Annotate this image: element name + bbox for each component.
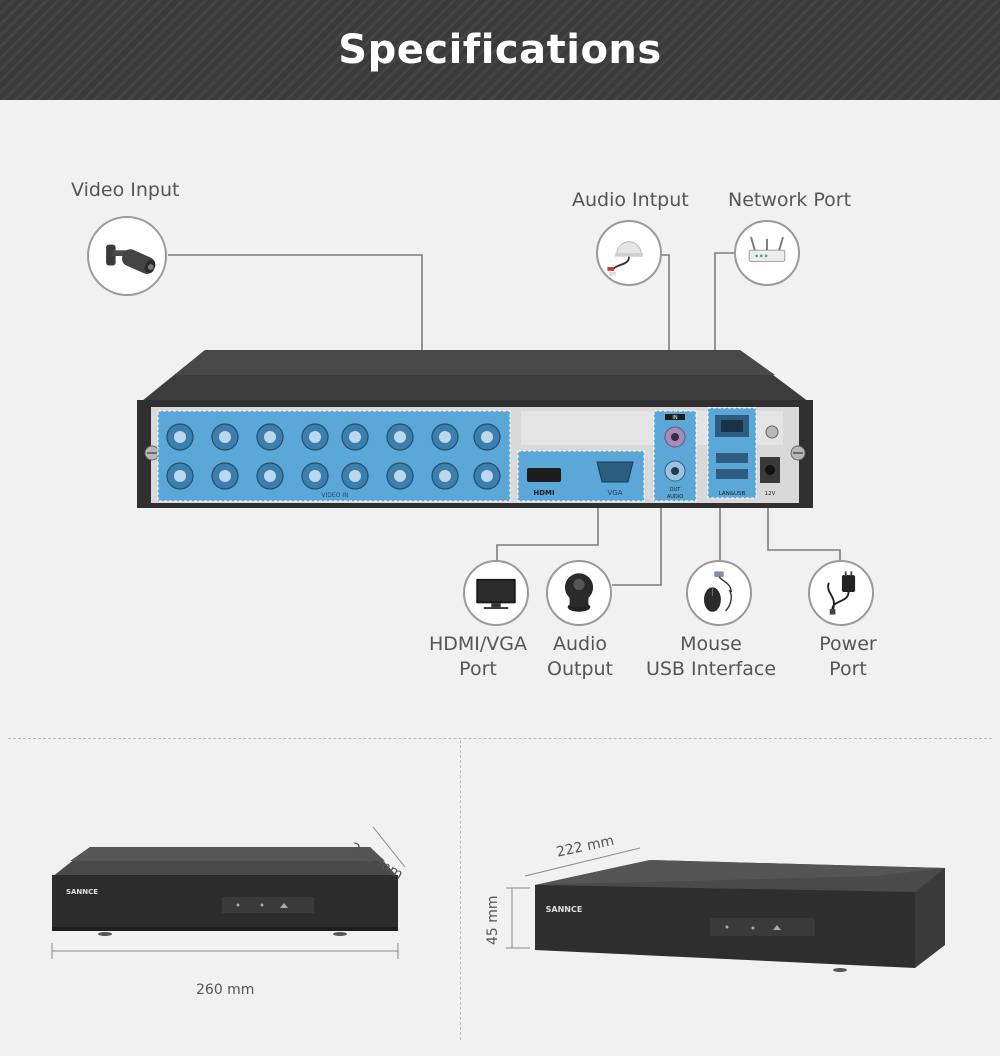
camera-icon xyxy=(87,216,167,296)
hdmi-vga-label: HDMI/VGA Port xyxy=(429,632,527,682)
hdmi-panel-label: HDMI xyxy=(533,489,554,497)
mouse-usb-label-line2: USB Interface xyxy=(645,658,777,680)
hdmi-vga-label-line2: Port xyxy=(459,658,497,680)
video-input-label: Video Input xyxy=(71,179,180,201)
audio-input-label: Audio Intput xyxy=(572,189,689,211)
column-divider xyxy=(460,740,461,1040)
brand-logo-right: SANNCE xyxy=(546,905,583,914)
lan-usb-panel-label: LAN&USB xyxy=(719,491,746,497)
page-header: Specifications xyxy=(0,0,1000,100)
video-in-panel-label: VIDEO IN xyxy=(321,492,348,499)
router-icon xyxy=(734,220,800,286)
dvr-front-view-right: SANNCE xyxy=(506,847,945,972)
audio-in-panel-label: IN xyxy=(672,415,677,421)
microphone-icon xyxy=(596,220,662,286)
page-title: Specifications xyxy=(338,27,662,73)
speaker-icon xyxy=(546,560,612,626)
monitor-icon xyxy=(463,560,529,626)
power-port-label-line2: Port xyxy=(829,658,867,680)
power-adapter-icon xyxy=(808,560,874,626)
network-port-label: Network Port xyxy=(728,189,852,211)
power-port-label: Power Port xyxy=(819,632,876,682)
audio-panel-label: AUDIO xyxy=(667,494,683,500)
dvr-front-view-left: SANNCE xyxy=(51,826,406,959)
audio-out-panel-label: OUT xyxy=(670,487,682,493)
brand-logo-left: SANNCE xyxy=(66,888,98,896)
audio-output-label: Audio Output xyxy=(547,632,613,682)
height-dimension-right: 45 mm xyxy=(485,895,501,945)
section-divider xyxy=(8,738,992,739)
mouse-usb-label-line1: Mouse xyxy=(680,633,742,655)
audio-output-label-line2: Output xyxy=(547,658,613,680)
vga-panel-label: VGA xyxy=(607,489,622,497)
audio-output-label-line1: Audio xyxy=(552,633,607,655)
mouse-usb-label: Mouse USB Interface xyxy=(646,632,776,682)
dvr-back-panel: VIDEO IN HDMI VGA IN OUT AUDIO LAN&USB 1… xyxy=(137,350,813,508)
width-dimension-left: 260 mm xyxy=(196,982,255,998)
power-panel-label: 12V xyxy=(765,491,776,497)
hdmi-vga-label-line1: HDMI/VGA xyxy=(428,633,528,655)
mouse-icon xyxy=(686,560,752,626)
power-port-label-line1: Power xyxy=(819,633,877,655)
